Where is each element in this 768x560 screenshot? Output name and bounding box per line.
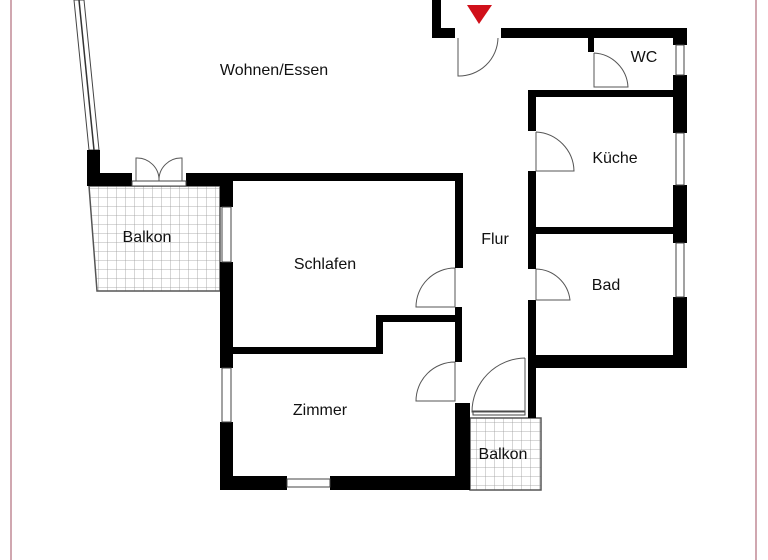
room-label-wc: WC (631, 49, 658, 66)
wall (376, 315, 383, 354)
wall (528, 90, 673, 97)
wall (528, 90, 536, 131)
room-label-zimmer: Zimmer (293, 402, 348, 419)
balcony-double-door (135, 157, 183, 182)
wall (673, 297, 687, 368)
window (131, 180, 187, 187)
kitchen-door (535, 131, 575, 172)
wall (455, 173, 463, 268)
walls (87, 0, 687, 490)
wall (528, 300, 536, 418)
windows (131, 44, 685, 488)
wall (455, 403, 470, 490)
window (221, 206, 232, 263)
doors (135, 37, 629, 413)
wall (501, 28, 687, 38)
room-door (415, 361, 456, 402)
facade-window-line (78, 0, 95, 151)
window (286, 478, 331, 488)
bedroom-door (415, 267, 456, 308)
room-label-schlafen: Schlafen (294, 256, 356, 273)
wall (220, 422, 233, 490)
wall (87, 173, 132, 186)
wall (432, 28, 455, 38)
wall (536, 355, 687, 368)
wall (432, 0, 441, 38)
window (472, 410, 526, 416)
room-label-wohnen: Wohnen/Essen (220, 62, 328, 79)
wall (220, 173, 233, 207)
window (675, 242, 685, 298)
wall (588, 38, 594, 52)
wall (673, 75, 687, 133)
room-label-flur: Flur (481, 231, 509, 248)
room-label-balkon-sued: Balkon (479, 446, 528, 463)
room-label-kueche: Küche (592, 150, 637, 167)
wall (536, 227, 673, 234)
wall (233, 347, 383, 354)
window (675, 44, 685, 76)
window (675, 132, 685, 186)
entrance-triangle-icon (467, 5, 492, 24)
balcony-south-door (471, 357, 526, 413)
entrance-door (457, 37, 499, 77)
wall (330, 476, 470, 490)
bath-door (535, 268, 571, 301)
room-label-bad: Bad (592, 277, 620, 294)
wall (220, 262, 233, 368)
wall (220, 476, 287, 490)
wall (233, 173, 463, 181)
balcony-south (469, 417, 542, 491)
room-label-balkon-west: Balkon (123, 229, 172, 246)
window (221, 367, 232, 423)
wc-door (593, 52, 629, 88)
wall (376, 315, 462, 322)
wall (455, 307, 462, 362)
wall (673, 185, 687, 243)
wall (528, 171, 536, 269)
wall (673, 28, 687, 45)
